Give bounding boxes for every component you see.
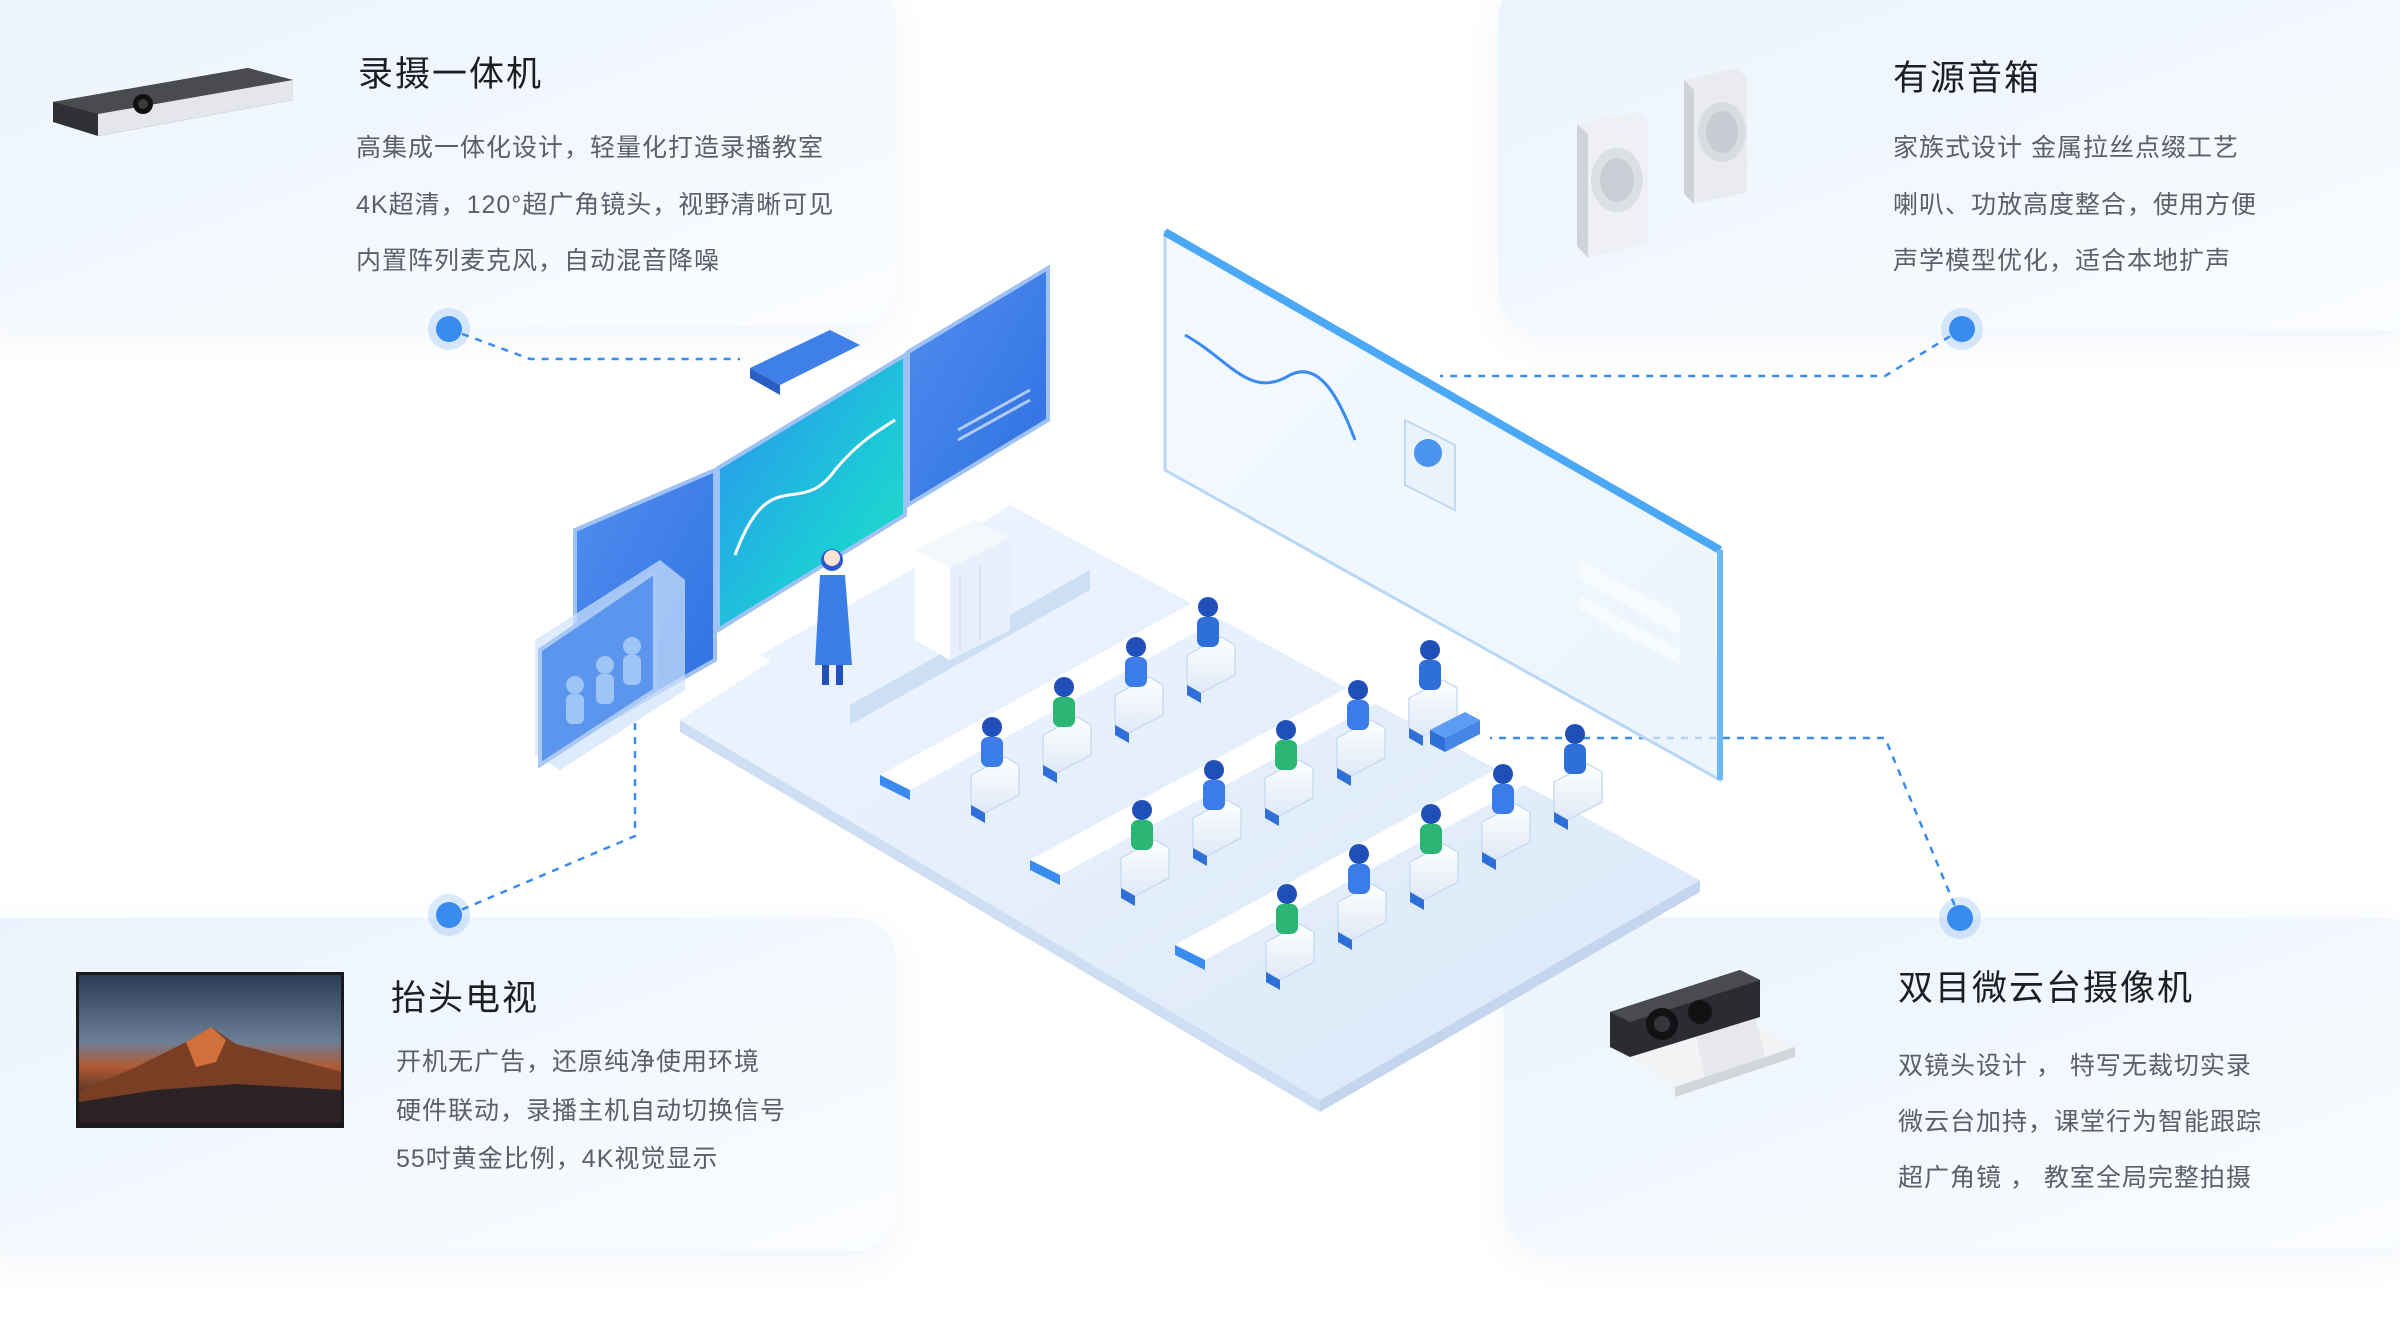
student-figure bbox=[1120, 800, 1170, 906]
product-card-speaker bbox=[1498, 0, 2400, 330]
student-figure bbox=[1409, 804, 1459, 910]
hotspot-tv[interactable] bbox=[436, 902, 462, 928]
side-tv-screen bbox=[535, 560, 685, 770]
tv-title: 抬头电视 bbox=[391, 979, 540, 1018]
hotspot-recorder[interactable] bbox=[436, 316, 462, 342]
student-figure bbox=[1192, 760, 1242, 866]
dual-camera-mount bbox=[1430, 712, 1480, 752]
camera-feature-3: 超广角镜 ， 教室全局完整拍摄 bbox=[1898, 1164, 2252, 1192]
connector-lines bbox=[448, 327, 1963, 919]
student-figure bbox=[1408, 640, 1458, 746]
product-card-recorder bbox=[0, 0, 896, 326]
dual-camera-icon bbox=[1600, 962, 1800, 1112]
lectern bbox=[915, 520, 1010, 660]
students bbox=[970, 597, 1603, 990]
connector-recorder bbox=[448, 327, 740, 361]
connector-speaker bbox=[1440, 327, 1963, 378]
student-figure bbox=[1265, 884, 1315, 990]
student-figure bbox=[1114, 637, 1164, 743]
student-figure bbox=[1337, 844, 1387, 950]
student-figure bbox=[1186, 597, 1236, 703]
glass-whiteboard bbox=[1163, 228, 1723, 783]
tv-feature-1: 开机无广告，还原纯净使用环境 bbox=[396, 1048, 761, 1076]
recorder-title: 录摄一体机 bbox=[358, 55, 544, 94]
camera-feature-2: 微云台加持，课堂行为智能跟踪 bbox=[1898, 1108, 2263, 1136]
speaker-feature-3: 声学模型优化，适合本地扩声 bbox=[1893, 247, 2232, 275]
camera-title: 双目微云台摄像机 bbox=[1898, 969, 2195, 1008]
student-figure bbox=[1553, 724, 1603, 830]
speaker-feature-1: 家族式设计 金属拉丝点缀工艺 bbox=[1893, 134, 2239, 162]
recorder-feature-3: 内置阵列麦克风，自动混音降噪 bbox=[356, 247, 721, 275]
student-figure bbox=[1336, 680, 1386, 786]
tv-feature-2: 硬件联动，录播主机自动切换信号 bbox=[396, 1097, 787, 1125]
connector-tv bbox=[448, 720, 637, 917]
recorder-device-icon bbox=[48, 62, 298, 142]
tv-icon bbox=[76, 972, 344, 1128]
speaker-title: 有源音箱 bbox=[1893, 59, 2042, 98]
tv-feature-3: 55吋黄金比例，4K视觉显示 bbox=[396, 1145, 719, 1173]
product-card-camera bbox=[1504, 918, 2400, 1248]
student-figure bbox=[1481, 764, 1531, 870]
speaker-pair-icon bbox=[1572, 62, 1792, 262]
hotspot-camera[interactable] bbox=[1947, 905, 1973, 931]
student-figure bbox=[1042, 677, 1092, 783]
recorder-feature-2: 4K超清，120°超广角镜头，视野清晰可见 bbox=[356, 191, 835, 219]
speaker-feature-2: 喇叭、功放高度整合，使用方便 bbox=[1893, 191, 2258, 219]
student-figure bbox=[970, 717, 1020, 823]
camera-feature-1: 双镜头设计 ， 特写无裁切实录 bbox=[1898, 1052, 2252, 1080]
student-figure bbox=[1264, 720, 1314, 826]
teacher-figure bbox=[815, 549, 852, 685]
recorder-feature-1: 高集成一体化设计，轻量化打造录播教室 bbox=[356, 134, 825, 162]
hotspot-speaker[interactable] bbox=[1949, 316, 1975, 342]
